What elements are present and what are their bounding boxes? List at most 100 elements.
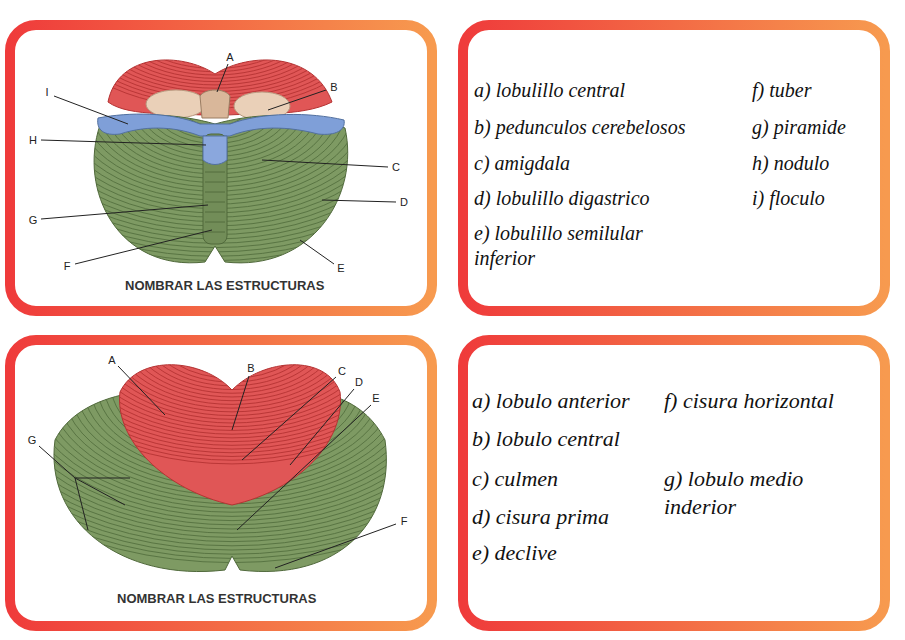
leader-line	[237, 405, 371, 530]
cerebellum-shape	[163, 0, 267, 49]
cerebellum-shape	[121, 0, 309, 72]
cerebellum-shape	[0, 0, 473, 265]
cerebellum-shape	[97, 32, 333, 178]
cerebellum-shape	[195, 93, 235, 118]
leader-line	[290, 389, 354, 465]
cerebellum-shape	[0, 233, 486, 538]
cerebellum-shape	[160, 285, 304, 374]
callout-letter: G	[28, 435, 37, 446]
cerebellum-shape	[0, 212, 521, 559]
card-frame	[203, 134, 227, 244]
leader-line	[205, 182, 225, 183]
cerebellum-shape	[0, 0, 466, 261]
cerebellum-shape	[0, 224, 500, 546]
leader-line	[300, 240, 334, 264]
callout-letter: D	[400, 197, 408, 208]
leader-line	[242, 377, 336, 460]
leader-line	[39, 446, 75, 478]
callout-letter: F	[401, 516, 408, 527]
answer-item: g) lobulo medio inderior	[664, 465, 842, 520]
answer-item: a) lobulo anterior	[472, 387, 660, 415]
callout-letter: B	[330, 82, 337, 93]
cerebellum-shape	[34, 207, 430, 453]
cerebellum-shape	[46, 215, 418, 446]
cerebellum-shape	[154, 282, 310, 379]
cerebellum-shape	[16, 196, 448, 464]
cerebellum-shape	[70, 230, 394, 431]
cerebellum-shape	[124, 263, 340, 397]
cerebellum-shape	[178, 297, 286, 364]
callout-letter: G	[29, 215, 38, 226]
cerebellum-shape	[111, 41, 319, 170]
cerebellum-shape	[0, 245, 465, 525]
answer-item: a) lobulillo central	[474, 78, 744, 103]
callout-letter: C	[338, 366, 346, 377]
worksheet-card: a) lobulo anterior b) lobulo central c) cu…	[458, 335, 890, 631]
callout-letter: C	[392, 162, 400, 173]
cerebellum-shape	[181, 84, 249, 126]
leader-line	[205, 222, 225, 223]
cerebellum-shape	[0, 0, 438, 243]
cerebellum-shape	[20, 0, 410, 226]
card-frame	[463, 340, 885, 626]
cerebellum-shape	[28, 204, 436, 457]
cerebellum-shape	[106, 252, 358, 408]
cerebellum-shape	[0, 228, 493, 541]
answer-item: i) floculo	[752, 186, 877, 211]
answer-item: f) cisura horizontal	[664, 387, 878, 415]
callout-letter: A	[226, 52, 233, 63]
leader-line	[205, 172, 225, 173]
answer-item: f) tuber	[752, 78, 877, 103]
answer-item: g) piramide	[752, 115, 877, 140]
cerebellum-shape	[58, 222, 406, 438]
cerebellum-shape	[0, 0, 445, 248]
cerebellum-shape	[196, 308, 268, 353]
leader-line	[322, 200, 396, 202]
answer-item: d) cisura prima	[472, 503, 660, 531]
cerebellum-shape	[20, 258, 444, 512]
callout-letter: B	[247, 363, 254, 374]
answer-item: e) lobulillo semilular inferior	[474, 221, 689, 271]
leader-line	[232, 376, 249, 430]
cerebellum-shape	[0, 0, 459, 256]
leader-line	[262, 160, 388, 167]
cerebellum-shape	[0, 220, 507, 550]
cerebellum-shape	[16, 196, 448, 464]
callout-letter: E	[372, 393, 379, 404]
worksheet-card: NOMBRAR LAS ESTRUCTURAS	[5, 335, 437, 631]
cerebellum-shape	[76, 233, 388, 426]
answer-item: c) amigdala	[474, 151, 744, 176]
cerebellum-shape	[0, 237, 479, 533]
cerebellum-shape	[0, 0, 480, 269]
leader-line	[54, 96, 128, 124]
cerebellum-shape	[61, 0, 369, 105]
cerebellum-shape	[13, 254, 451, 517]
cerebellum-shape	[79, 0, 351, 95]
worksheet-card: a) lobulillo centralb) pedunculos cerebe…	[458, 20, 890, 316]
cerebellum-shape	[203, 136, 227, 165]
cerebellum-shape	[6, 249, 458, 520]
cerebellum-shape	[146, 90, 206, 118]
cerebellum-shape	[190, 304, 274, 356]
answer-item: b) lobulo central	[472, 425, 660, 453]
card-caption: NOMBRAR LAS ESTRUCTURAS	[125, 278, 324, 293]
cerebellum-shape	[172, 293, 292, 367]
leader-line	[118, 366, 165, 415]
cerebellum-shape	[64, 226, 400, 434]
card-frame	[10, 25, 432, 311]
worksheet-card: NOMBRAR LAS ESTRUCTURAS	[5, 20, 437, 316]
callout-letter: D	[355, 377, 363, 388]
cerebellum-shape	[67, 0, 363, 101]
callout-letter: I	[45, 87, 48, 98]
cerebellum-shape	[94, 244, 370, 415]
cerebellum-shape	[139, 0, 291, 62]
cerebellum-shape	[0, 241, 472, 529]
cerebellum-shape	[73, 0, 357, 98]
answer-item: c) culmen	[472, 465, 660, 493]
cerebellum-shape	[103, 0, 327, 82]
leader-line	[217, 64, 228, 92]
cerebellum-shape	[39, 366, 396, 568]
leader-line	[75, 230, 212, 264]
cerebellum-shape	[94, 115, 348, 263]
